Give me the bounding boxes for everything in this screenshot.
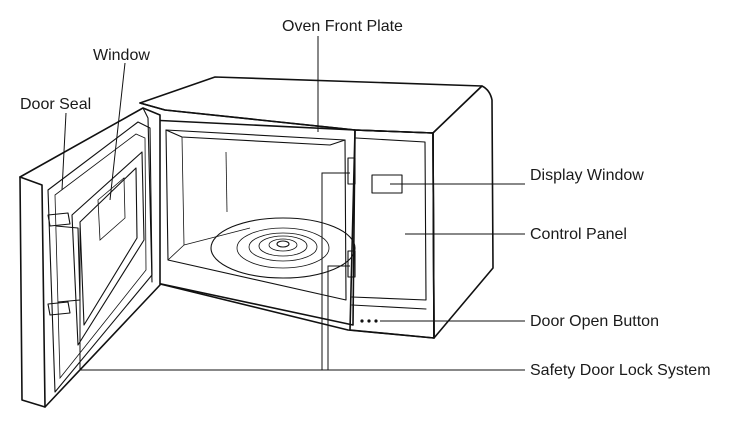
- cabinet-front-frame: [139, 102, 435, 339]
- upper-latch-hook: [47, 212, 71, 227]
- oven-front-plate: [149, 119, 356, 326]
- labels: Oven Front Plate Window Door Seal Displa…: [20, 18, 711, 379]
- lower-lock-slot: [347, 250, 356, 278]
- control-panel-bottom-strip: [351, 304, 427, 310]
- label-control-panel: Control Panel: [530, 226, 627, 243]
- label-door-open-button: Door Open Button: [530, 313, 659, 330]
- turntable-ring-5: [268, 238, 298, 252]
- control-panel-outline: [349, 129, 435, 339]
- door-seal: [47, 121, 153, 393]
- window-frame: [71, 151, 145, 346]
- oven-cavity: [165, 129, 347, 301]
- turntable-hub: [276, 240, 290, 248]
- turntable: [210, 217, 356, 279]
- door-open-button: [360, 319, 378, 323]
- control-panel-inner: [351, 137, 427, 301]
- label-door-seal: Door Seal: [20, 96, 91, 113]
- upper-latch-bar: [55, 225, 81, 303]
- microwave-body: [139, 76, 494, 339]
- turntable-ring-2: [236, 227, 330, 269]
- window-glass: [79, 167, 138, 326]
- lower-latch-hook: [47, 301, 71, 316]
- leader-safety-door-lock: [79, 172, 525, 371]
- label-display-window: Display Window: [530, 167, 644, 184]
- door-edge-hinge-side: [142, 107, 153, 283]
- cavity-inner-line: [167, 136, 185, 261]
- control-panel: [347, 129, 435, 339]
- door-seal-inner: [54, 133, 147, 380]
- label-window: Window: [93, 47, 150, 64]
- door-edge: [19, 176, 46, 408]
- front-plate-outline: [149, 119, 356, 326]
- leader-door-seal: [61, 112, 67, 191]
- turntable-ring-4: [258, 235, 308, 257]
- window-screen: [97, 177, 126, 241]
- label-oven-front-plate: Oven Front Plate: [282, 18, 403, 35]
- door: [19, 107, 161, 408]
- turntable-outer-ring: [210, 217, 356, 279]
- upper-lock-slot: [347, 157, 356, 185]
- leader-lines: [61, 36, 525, 371]
- cavity-back-edge: [165, 129, 346, 146]
- cavity-wall-mark: [225, 151, 228, 213]
- cabinet-right-side: [432, 85, 494, 339]
- turntable-ring-3: [248, 232, 318, 262]
- leader-window: [109, 62, 126, 201]
- label-safety-door-lock-system: Safety Door Lock System: [530, 362, 711, 379]
- door-outer: [19, 107, 161, 408]
